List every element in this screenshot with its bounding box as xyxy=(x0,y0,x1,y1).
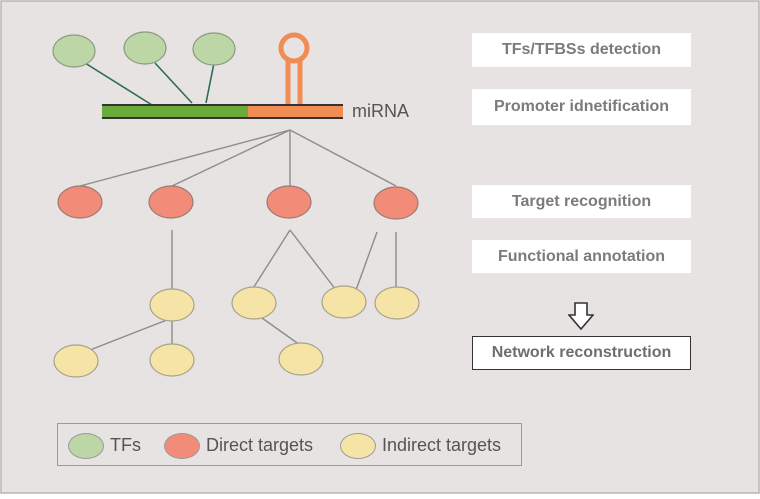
indirect-target-node xyxy=(149,288,195,322)
legend: TFs Direct targets Indirect targets xyxy=(57,423,522,466)
tf-node xyxy=(52,34,96,68)
tf-node xyxy=(192,32,236,66)
mirna-target-links xyxy=(79,129,397,187)
tf-nodes xyxy=(52,31,236,68)
direct-target-node xyxy=(148,185,194,219)
direct-target-node xyxy=(57,185,103,219)
indirect-target-nodes xyxy=(53,285,420,378)
indirect-target-node xyxy=(231,286,277,320)
direct-target-swatch-icon xyxy=(164,432,200,459)
target-links xyxy=(89,229,397,351)
step-network-reconstruction: Network reconstruction xyxy=(472,336,691,370)
tf-connector-2 xyxy=(154,62,193,104)
indirect-target-node xyxy=(53,344,99,378)
indirect-target-swatch-icon xyxy=(340,432,376,459)
direct-target-node xyxy=(266,185,312,219)
step-tfbs-detection: TFs/TFBSs detection xyxy=(472,33,691,67)
indirect-target-node xyxy=(374,286,420,320)
step-target-recognition: Target recognition xyxy=(472,185,691,218)
legend-label: TFs xyxy=(110,435,141,455)
promoter-segment xyxy=(102,105,248,118)
tf-connector-1 xyxy=(84,62,153,106)
indirect-target-node xyxy=(278,342,324,376)
direct-target-node xyxy=(373,186,419,220)
indirect-target-node xyxy=(149,343,195,377)
legend-label: Indirect targets xyxy=(382,435,502,455)
tf-connectors xyxy=(84,62,215,106)
mirna-label: miRNA xyxy=(352,101,409,121)
direct-target-nodes xyxy=(57,185,419,220)
step-promoter-identification: Promoter idnetification xyxy=(472,89,691,125)
tf-swatch-icon xyxy=(68,432,104,459)
legend-item-tfs: TFs xyxy=(68,424,141,467)
mirna-hairpin-icon xyxy=(278,32,310,104)
mirna-segment xyxy=(248,105,343,118)
down-arrow-icon xyxy=(568,302,594,330)
legend-label: Direct targets xyxy=(206,435,314,455)
indirect-target-node xyxy=(321,285,367,319)
tf-connector-3 xyxy=(205,62,215,104)
tf-node xyxy=(123,31,167,65)
step-functional-annotation: Functional annotation xyxy=(472,240,691,273)
legend-item-indirect: Indirect targets xyxy=(340,424,501,467)
legend-item-direct: Direct targets xyxy=(164,424,313,467)
gene-bar xyxy=(102,104,343,119)
